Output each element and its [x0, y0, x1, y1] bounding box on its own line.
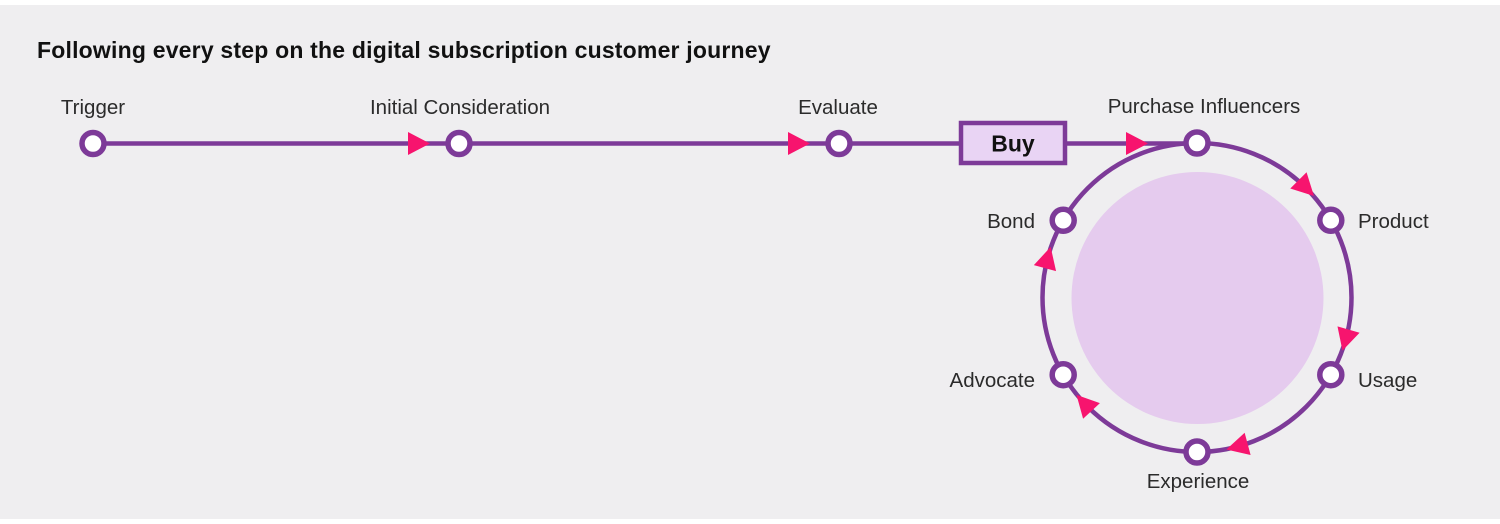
buy-box-label: Buy	[991, 131, 1035, 157]
loop-arrow-icon	[1337, 326, 1360, 351]
node-evaluate	[825, 129, 853, 158]
loop-arrow-icon	[1290, 172, 1314, 196]
loop-arrow-icon	[1033, 246, 1057, 272]
label-usage: Usage	[1358, 369, 1417, 392]
label-experience: Experience	[1147, 470, 1250, 493]
node-initial-consideration	[445, 129, 473, 158]
node-trigger	[79, 129, 107, 158]
node-usage	[1317, 360, 1345, 389]
node-product	[1317, 206, 1345, 235]
node-advocate	[1049, 360, 1077, 389]
node-bond	[1049, 206, 1077, 235]
buy-box	[958, 120, 1068, 166]
arrow-right-icon	[408, 132, 430, 155]
label-product: Product	[1358, 210, 1429, 233]
loop-inner-circle	[1071, 172, 1324, 424]
label-advocate: Advocate	[950, 369, 1035, 392]
loop-arrow-icon	[1226, 432, 1251, 455]
node-experience	[1183, 438, 1211, 466]
label-evaluate: Evaluate	[798, 96, 878, 119]
label-initial-consideration: Initial Consideration	[370, 96, 550, 119]
label-trigger: Trigger	[61, 96, 125, 119]
label-purchase-influencers: Purchase Influencers	[1108, 95, 1301, 118]
diagram-title: Following every step on the digital subs…	[37, 37, 771, 63]
node-purchase-influencers	[1183, 129, 1211, 157]
label-bond: Bond	[987, 210, 1035, 233]
arrow-right-icon	[788, 132, 810, 155]
arrow-right-icon	[1126, 132, 1148, 155]
loop-arrow-icon	[1076, 394, 1100, 419]
